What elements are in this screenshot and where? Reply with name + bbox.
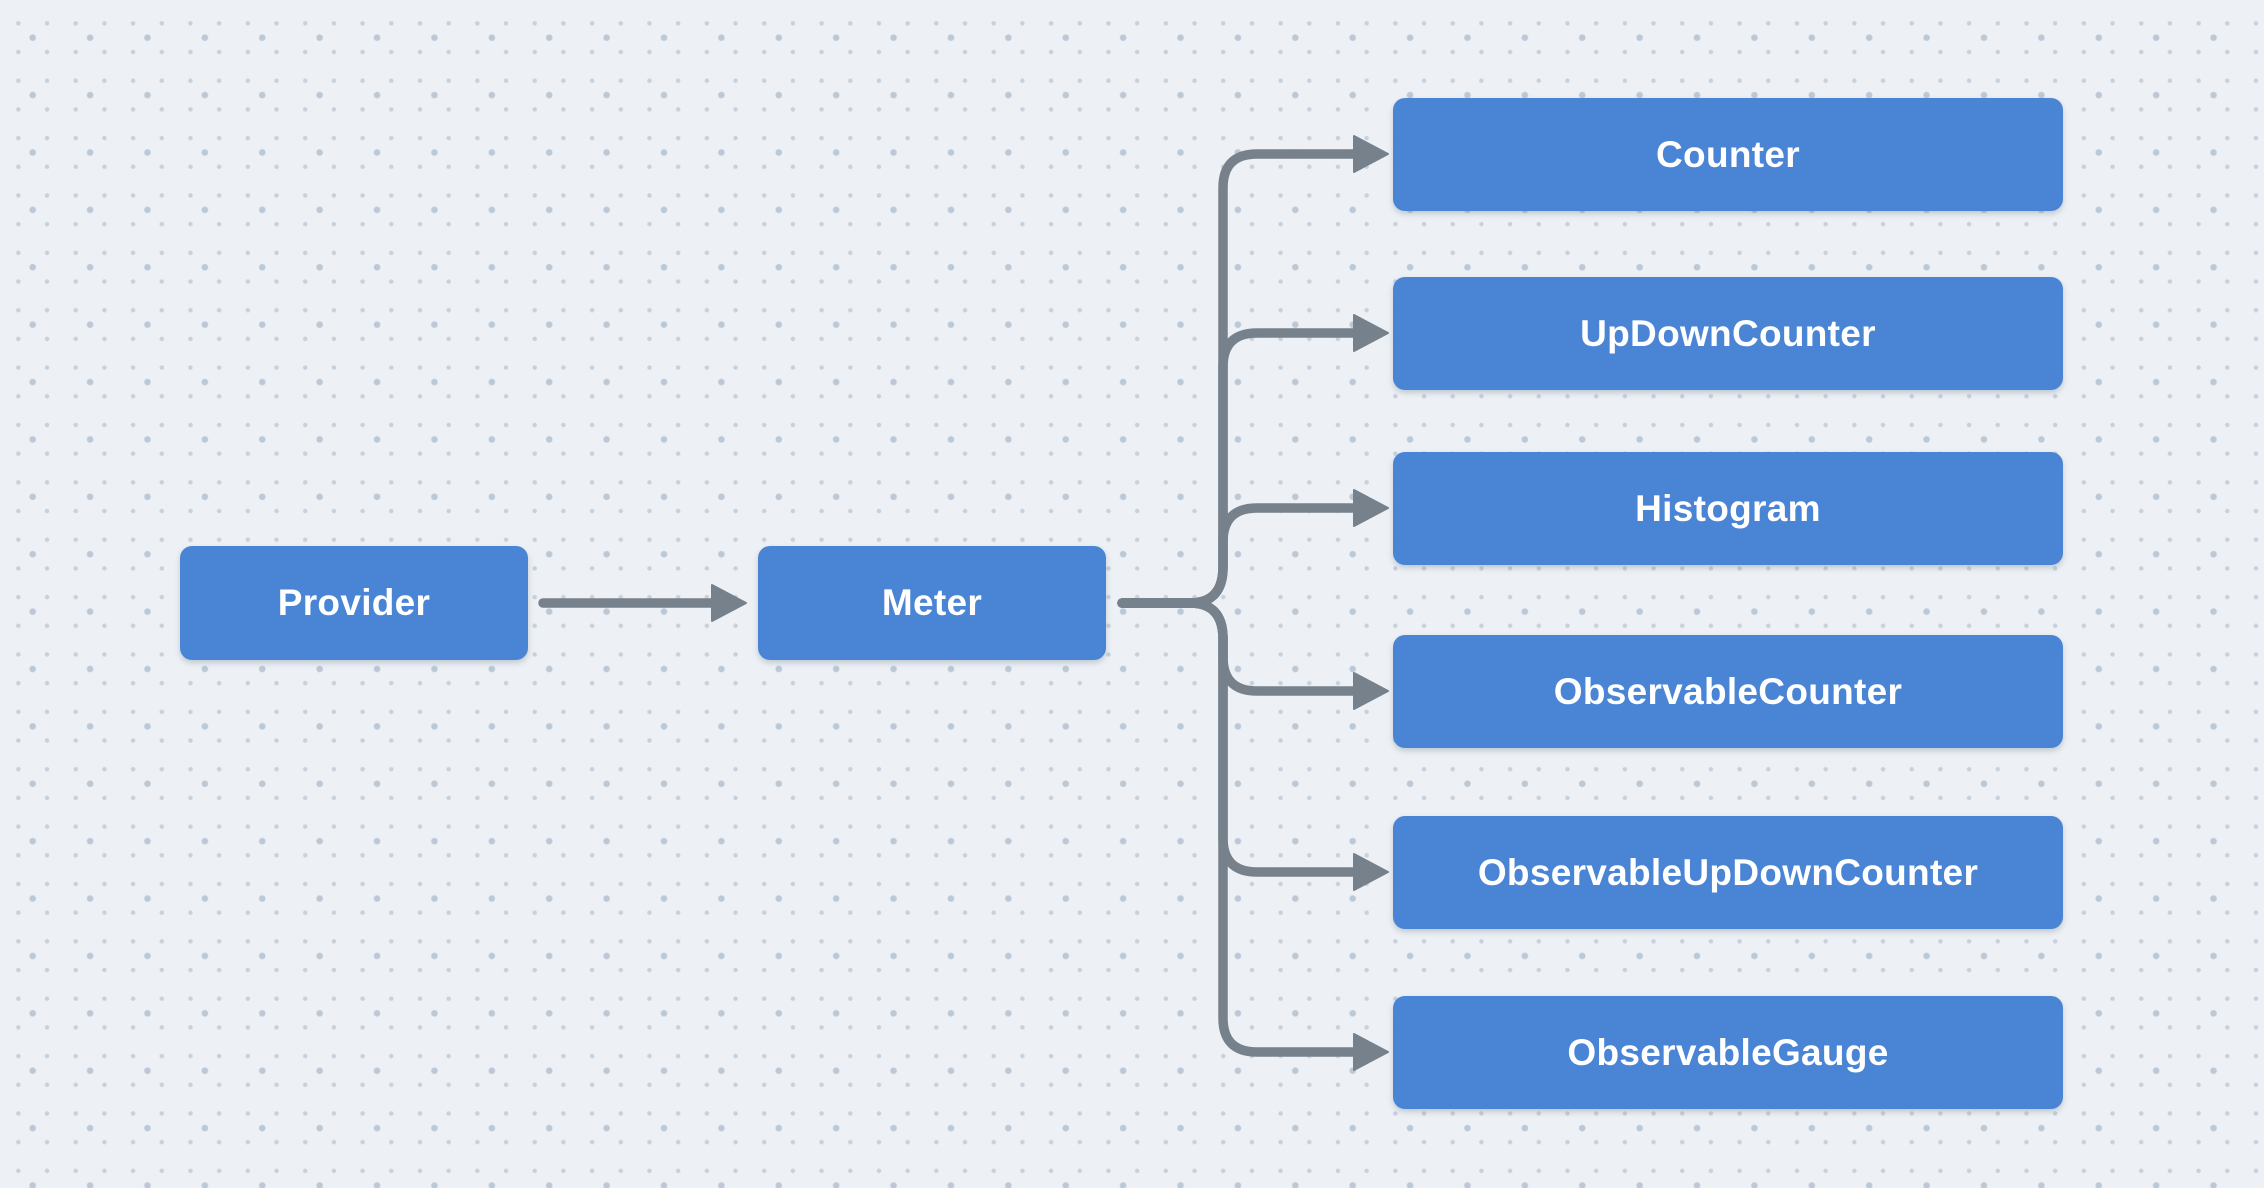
node-observableupdowncounter: ObservableUpDownCounter <box>1393 816 2063 929</box>
edge-meter-observablegauge <box>1117 598 1361 1057</box>
node-histogram: Histogram <box>1393 452 2063 565</box>
arrow-head-icon <box>1353 853 1389 891</box>
edge-meter-updowncounter <box>1117 328 1361 608</box>
edge-meter-histogram <box>1117 503 1361 608</box>
node-observablecounter: ObservableCounter <box>1393 635 2063 748</box>
arrow-head-icon <box>1353 1033 1389 1071</box>
arrow-head-icon <box>1353 314 1389 352</box>
node-counter-label: Counter <box>1656 133 1800 175</box>
node-observableupdowncounter-label: ObservableUpDownCounter <box>1477 851 1979 893</box>
node-provider: Provider <box>180 546 528 660</box>
node-meter-label: Meter <box>881 582 983 623</box>
node-meter: Meter <box>758 546 1106 660</box>
node-observablegauge: ObservableGauge <box>1393 996 2063 1109</box>
node-observablegauge-label: ObservableGauge <box>1567 1031 1889 1073</box>
node-updowncounter-label: UpDownCounter <box>1580 312 1876 354</box>
node-updowncounter: UpDownCounter <box>1393 277 2063 390</box>
node-provider-label: Provider <box>277 582 431 623</box>
arrow-head-icon <box>1353 672 1389 710</box>
edge-meter-observablecounter <box>1117 598 1361 696</box>
node-histogram-label: Histogram <box>1635 487 1821 529</box>
arrow-head-icon <box>1353 489 1389 527</box>
arrow-head-icon <box>711 584 747 622</box>
node-observablecounter-label: ObservableCounter <box>1553 670 1903 712</box>
node-counter: Counter <box>1393 98 2063 211</box>
edge-meter-counter <box>1117 149 1361 608</box>
edge-meter-observableupdowncounter <box>1117 598 1361 877</box>
arrow-head-icon <box>1353 135 1389 173</box>
